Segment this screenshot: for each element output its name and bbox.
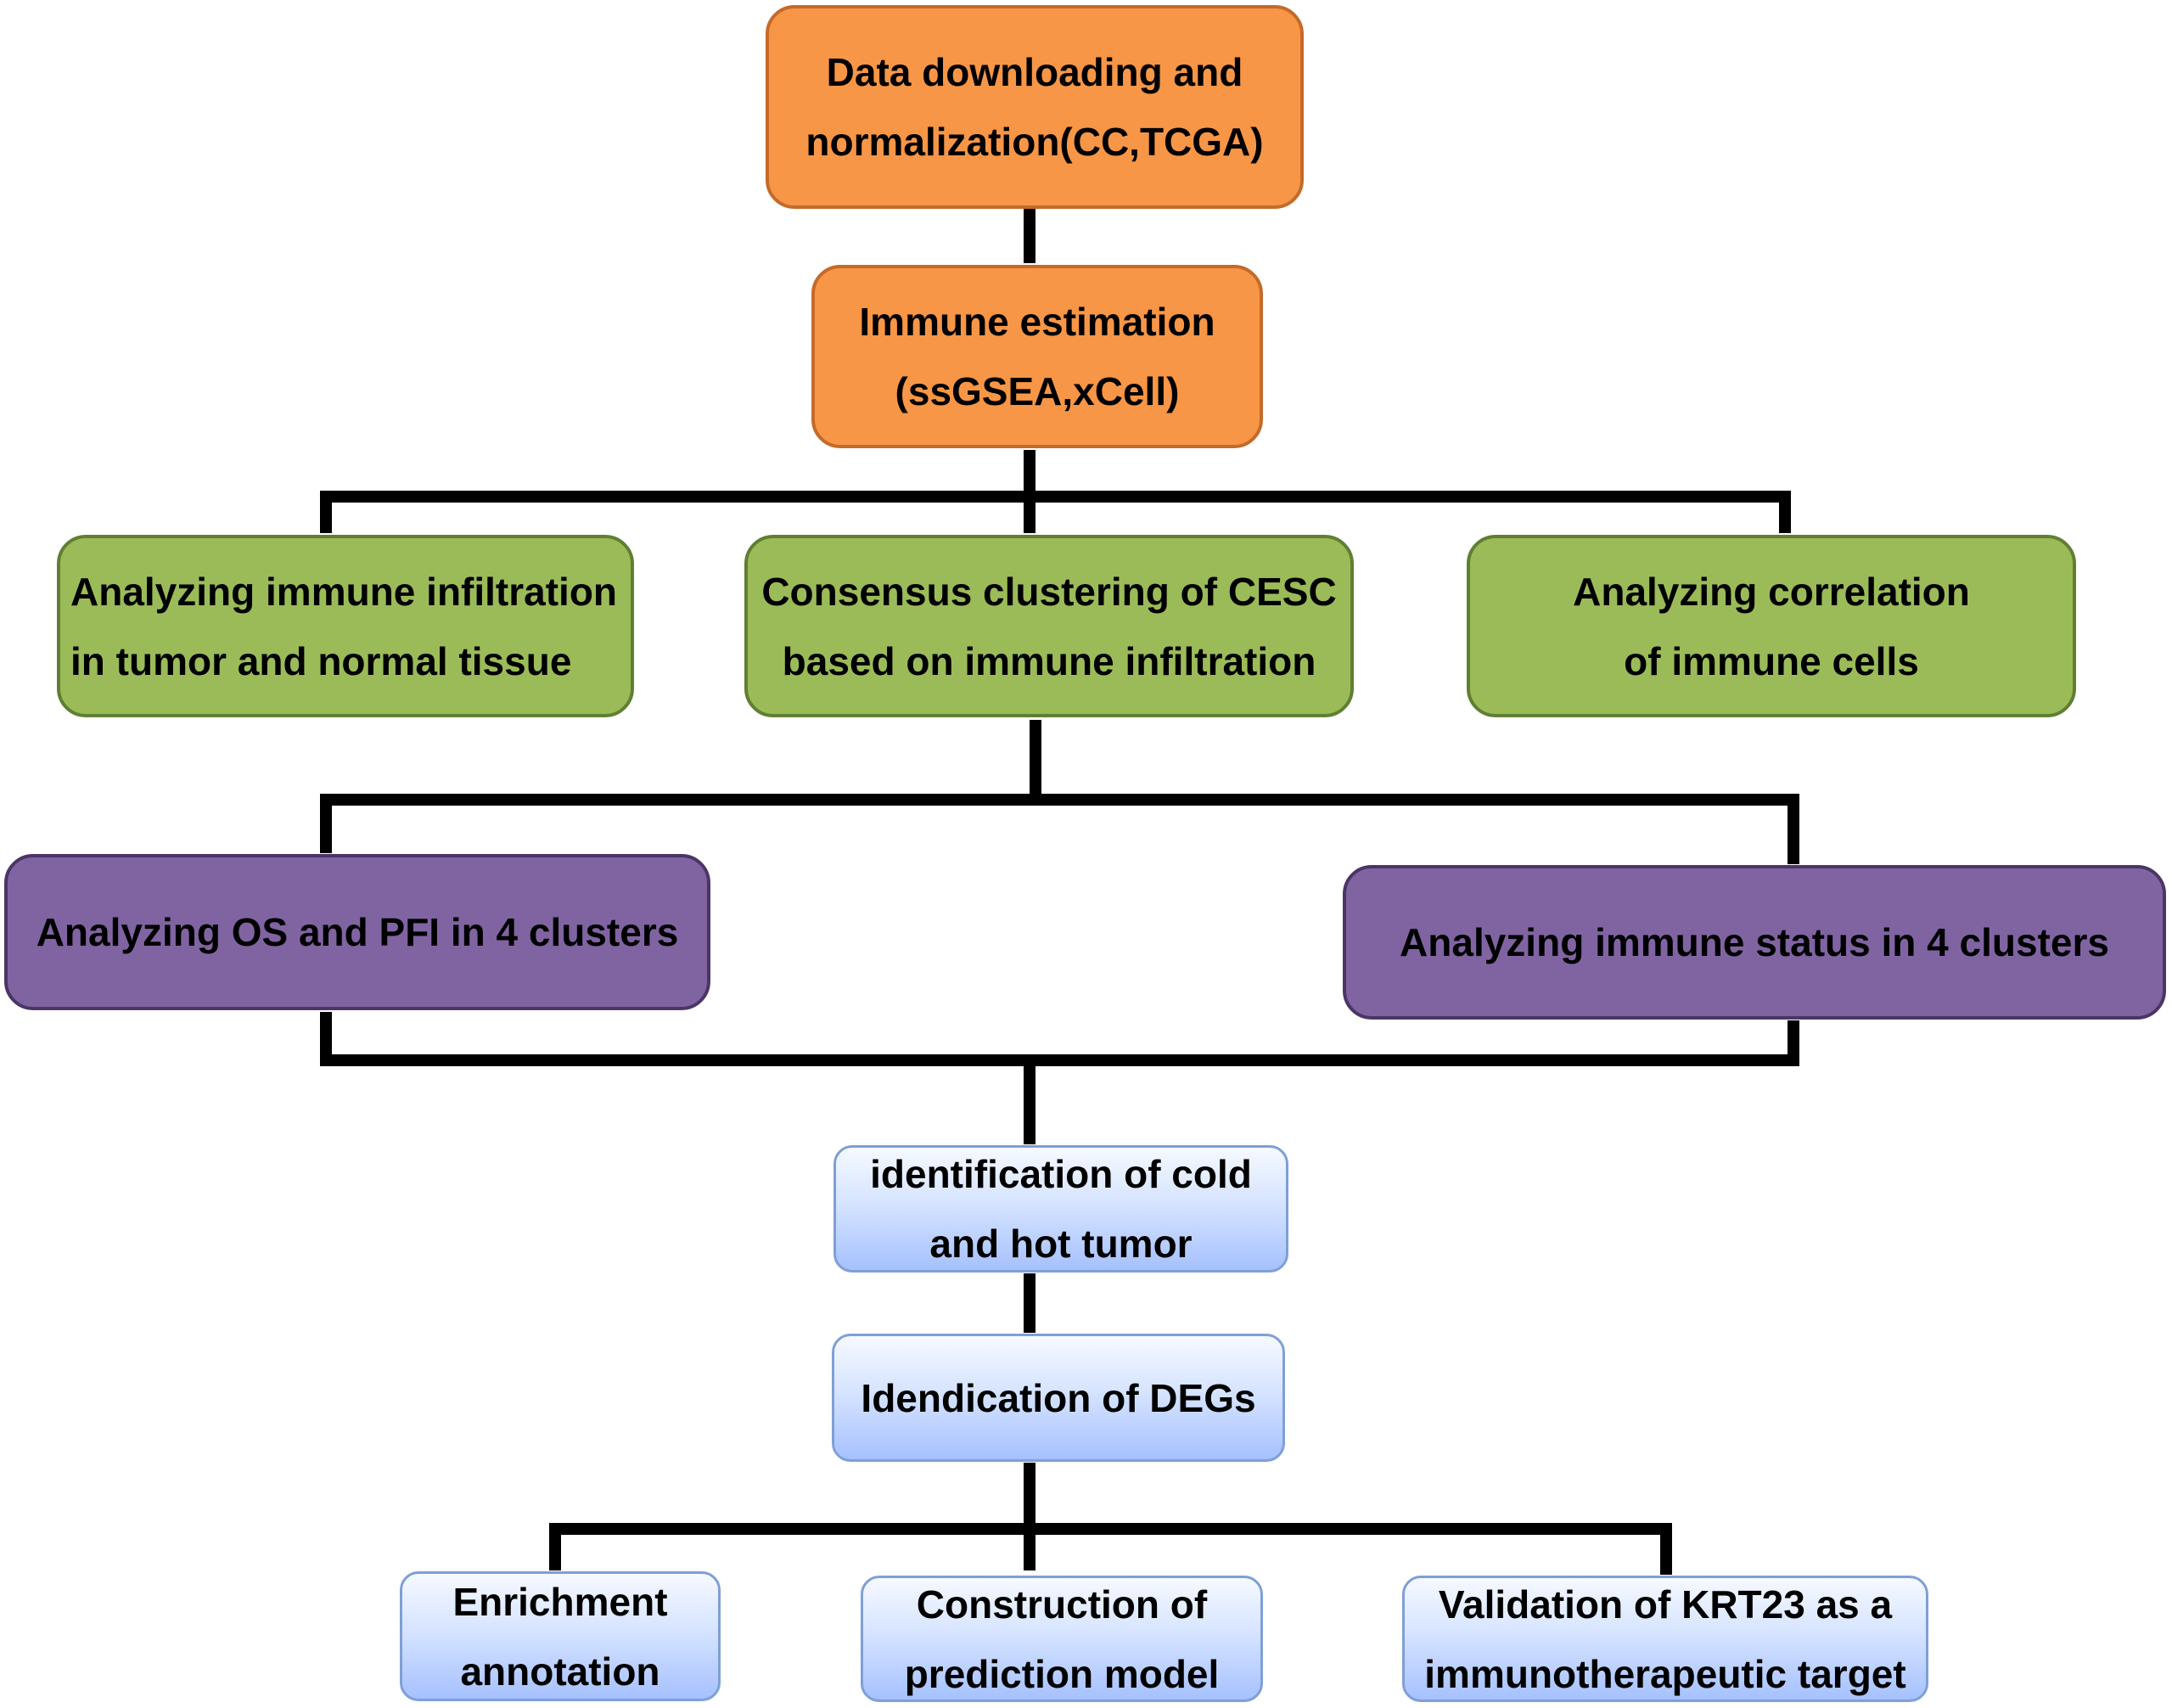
immune-estimation-box: Immune estimation (ssGSEA,xCell) (811, 265, 1263, 448)
immune-status-box: Analyzing immune status in 4 clusters (1343, 865, 2166, 1020)
prediction-model-box: Construction of prediction model (861, 1576, 1263, 1702)
enrichment-line-1: Enrichment (452, 1579, 668, 1624)
krt23-validation-box: Validation of KRT23 as a immunotherapeut… (1402, 1576, 1928, 1702)
consensus-clustering-box: Consensus clustering of CESC based on im… (744, 535, 1354, 717)
krt23-line-1: Validation of KRT23 as a (1438, 1582, 1893, 1627)
immune-status-label: Analyzing immune status in 4 clusters (1400, 920, 2109, 964)
cold-hot-tumor-box: identification of cold and hot tumor (833, 1145, 1288, 1273)
os-pfi-label: Analyzing OS and PFI in 4 clusters (36, 910, 679, 954)
immune-correlation-box: Analyzing correlation of immune cells (1467, 535, 2076, 717)
immune-estimation-line-2: (ssGSEA,xCell) (895, 369, 1180, 413)
data-download-box: Data downloading and normalization(CC,TC… (766, 5, 1304, 209)
immune-infiltration-line-2: in tumor and normal tissue (70, 638, 572, 683)
enrichment-box: Enrichment annotation (400, 1571, 721, 1701)
immune-infiltration-box: Analyzing immune infiltration in tumor a… (57, 535, 634, 717)
immune-estimation-line-1: Immune estimation (859, 300, 1215, 344)
cold-hot-line-2: and hot tumor (929, 1222, 1193, 1266)
consensus-clustering-line-2: based on immune infiltration (782, 638, 1316, 683)
consensus-clustering-line-1: Consensus clustering of CESC (761, 569, 1337, 614)
data-download-line-1: Data downloading and (826, 50, 1243, 94)
degs-label: Idendication of DEGs (861, 1375, 1256, 1420)
immune-infiltration-line-1: Analyzing immune infiltration (70, 569, 618, 614)
data-download-line-2: normalization(CC,TCGA) (805, 120, 1264, 164)
prediction-line-2: prediction model (904, 1651, 1220, 1696)
os-pfi-box: Analyzing OS and PFI in 4 clusters (4, 854, 710, 1010)
immune-correlation-line-1: Analyzing correlation (1573, 569, 1970, 614)
prediction-line-1: Construction of (916, 1582, 1208, 1627)
enrichment-line-2: annotation (460, 1649, 660, 1694)
degs-box: Idendication of DEGs (832, 1334, 1285, 1462)
krt23-line-2: immunotherapeutic target (1424, 1651, 1906, 1696)
cold-hot-line-1: identification of cold (870, 1152, 1252, 1196)
immune-correlation-line-2: of immune cells (1624, 638, 1919, 683)
